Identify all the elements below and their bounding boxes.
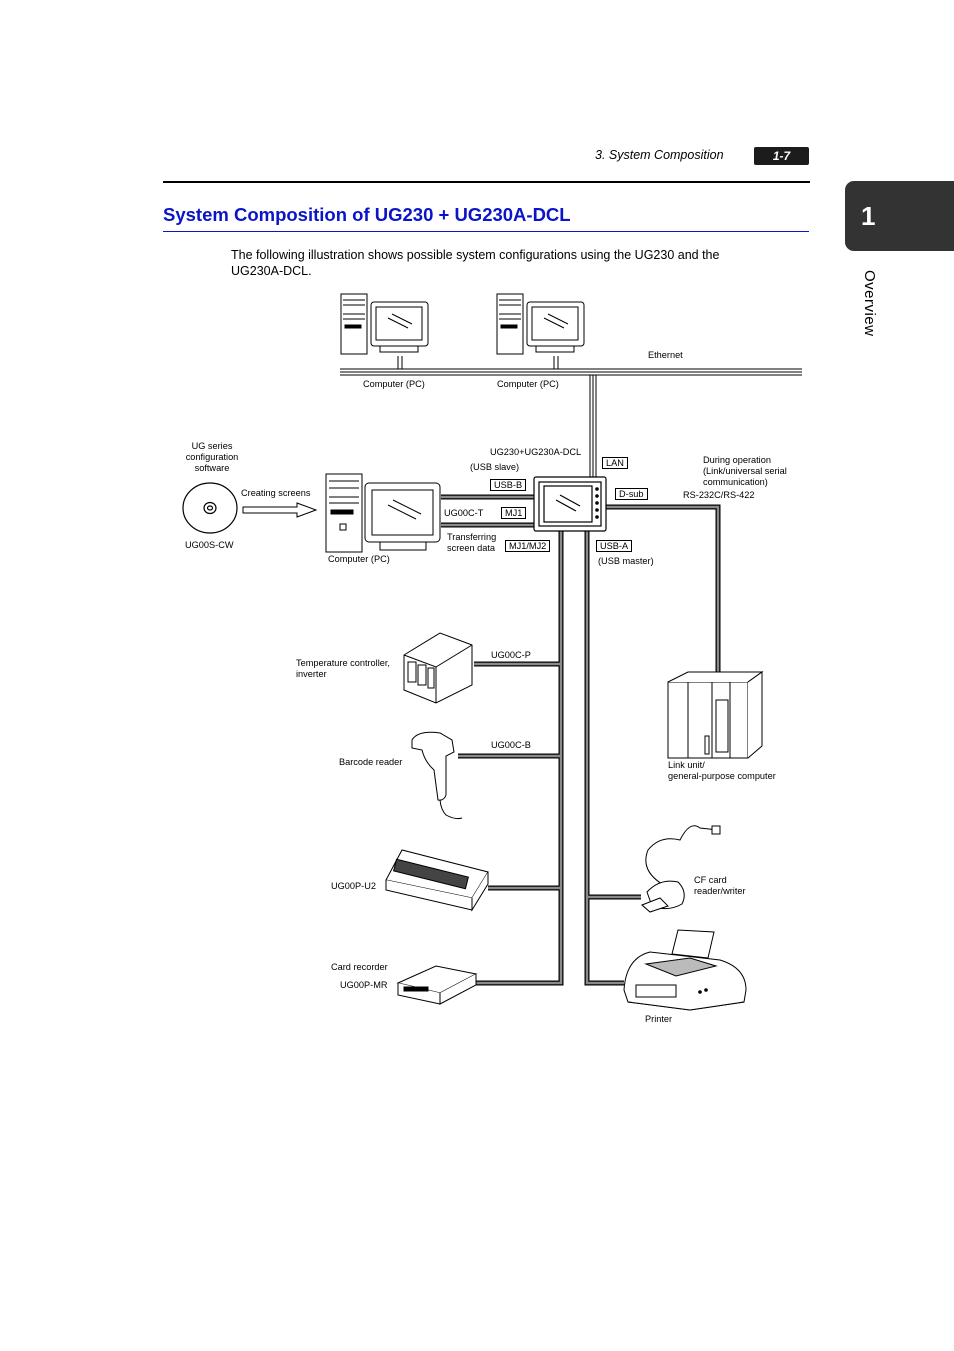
cf-card-label: CF card reader/writer — [694, 875, 746, 896]
intro-paragraph: The following illustration shows possibl… — [231, 248, 720, 278]
temp-controller-label: Temperature controller, inverter — [296, 658, 390, 679]
printer-icon — [623, 929, 747, 1011]
page-number-badge: 1-7 — [754, 147, 809, 165]
pc-icon-1 — [340, 293, 429, 355]
usb-slave-label: (USB slave) — [470, 462, 520, 472]
temperature-controller-icon — [403, 632, 473, 704]
plc-link-unit-icon — [667, 671, 764, 759]
ug00c-p-label: UG00C-P — [491, 650, 531, 660]
usb-a-port-label: USB-A — [596, 540, 633, 552]
terminal-unit-icon — [385, 849, 489, 912]
creating-screens-label: Creating screens — [241, 488, 311, 498]
mj1-mj2-port-label: MJ1/MJ2 — [505, 540, 551, 552]
creating-screens-arrow — [242, 502, 318, 518]
pc-main-label: Computer (PC) — [328, 554, 390, 564]
printer-label: Printer — [645, 1014, 673, 1024]
header-section-title: 3. System Composition — [595, 148, 724, 162]
cd-disc-icon — [182, 482, 238, 534]
pc-icon-2 — [496, 293, 585, 355]
card-recorder-icon — [396, 965, 478, 1005]
chapter-tab[interactable]: 1 — [845, 181, 954, 251]
ethernet-label: Ethernet — [648, 350, 683, 360]
cf-card-reader-icon — [641, 825, 721, 913]
pc-icon-main — [325, 473, 441, 553]
barcode-label: Barcode reader — [339, 757, 403, 767]
barcode-reader-icon — [411, 731, 463, 820]
chapter-tab-label: Overview — [861, 270, 878, 337]
mj1-port-label: MJ1 — [501, 507, 527, 519]
ug00c-b-label: UG00C-B — [491, 740, 531, 750]
software-model-label: UG00S-CW — [185, 540, 234, 550]
cable-network — [441, 494, 721, 986]
header-rule — [163, 181, 810, 183]
title-rule — [163, 231, 809, 232]
usb-b-port-label: USB-B — [490, 479, 527, 491]
transferring-label: Transferring screen data — [447, 532, 497, 553]
link-unit-label: Link unit/ general-purpose computer — [668, 760, 776, 781]
page-title: System Composition of UG230 + UG230A-DCL — [163, 204, 571, 225]
ug00c-t-label: UG00C-T — [444, 508, 484, 518]
pc1-label: Computer (PC) — [363, 379, 425, 389]
pc2-label: Computer (PC) — [497, 379, 559, 389]
rs232-label: RS-232C/RS-422 — [683, 490, 755, 500]
main-unit-label: UG230+UG230A-DCL — [490, 447, 582, 457]
software-label: UG series configuration software — [185, 441, 239, 473]
ug00p-u2-label: UG00P-U2 — [331, 881, 376, 891]
ug00p-mr-label: UG00P-MR — [340, 980, 388, 990]
ug230-display-icon — [533, 476, 607, 532]
dsub-port-label: D-sub — [615, 488, 648, 500]
lan-port-label: LAN — [602, 457, 628, 469]
usb-master-label: (USB master) — [598, 556, 654, 566]
ethernet-bus — [340, 368, 802, 376]
card-recorder-label: Card recorder — [331, 962, 388, 972]
during-operation-label: During operation (Link/universal serial … — [703, 455, 787, 487]
